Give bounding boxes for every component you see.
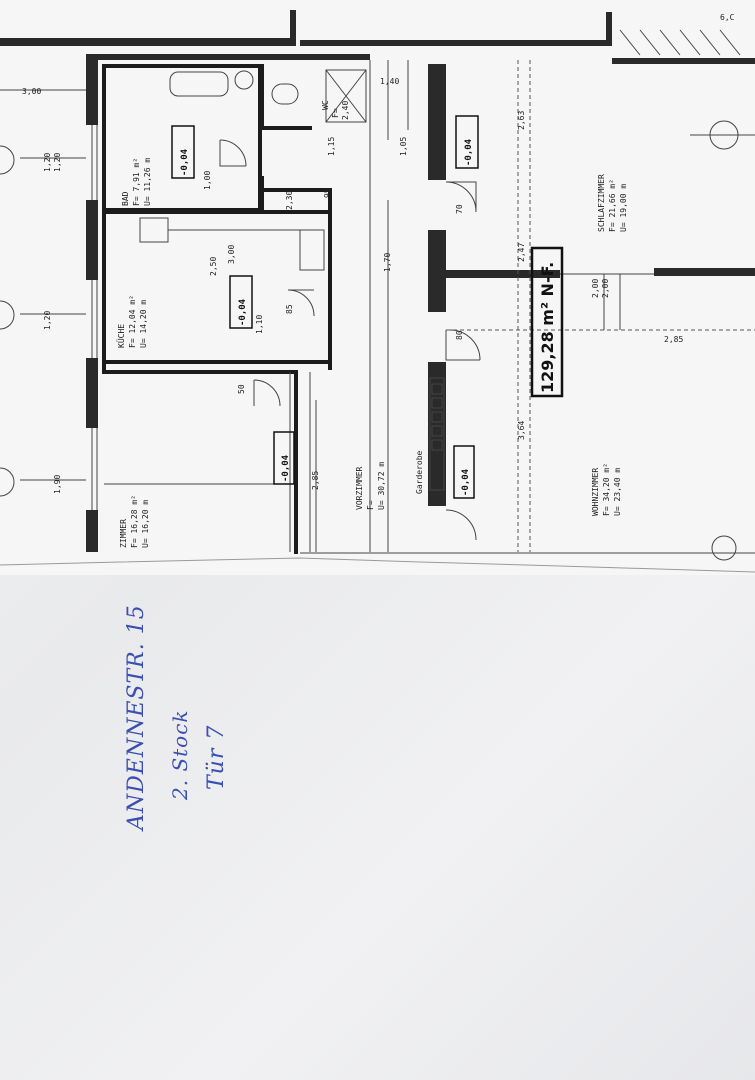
dim-263: 2,63 <box>517 111 526 130</box>
kueche-name: KÜCHE <box>116 324 126 348</box>
zimmer-name: ZIMMER <box>119 519 128 548</box>
dim-200b: 2,00 <box>601 279 610 298</box>
note-address: ANDENNESTR. 15 <box>124 604 149 830</box>
dim-50: 50 <box>237 384 246 394</box>
schlafzimmer-perimeter: U= 19,00 m <box>619 184 628 232</box>
bad-level: -0,04 <box>180 148 190 176</box>
wohnzimmer-perimeter: U= 23,40 m <box>613 468 622 516</box>
dim-95: 95 <box>323 188 332 198</box>
dim-364: 3,64 <box>517 421 526 440</box>
dim-120c: 1,20 <box>43 311 52 330</box>
dim-6c: 6,C <box>720 13 735 22</box>
kueche-perimeter: U= 14,20 m <box>139 300 148 348</box>
zimmer-perimeter: U= 16,20 m <box>141 500 150 548</box>
zimmer-level: -0,04 <box>281 454 291 482</box>
schlafzimmer-area: F= 21,66 m² <box>608 179 617 232</box>
dim-250: 2,50 <box>209 257 218 276</box>
dim-70: 70 <box>455 204 464 214</box>
wohnzimmer-area: F= 34,20 m² <box>602 463 611 516</box>
wc-name: WC <box>321 100 330 110</box>
flur-level: -0,04 <box>464 138 474 166</box>
kueche-level: -0,04 <box>238 298 248 326</box>
vorzimmer-area: F= <box>366 500 375 510</box>
dim-140: 1,40 <box>380 77 399 86</box>
schlafzimmer-name: SCHLAFZIMMER <box>597 174 606 232</box>
dim-300: 3,00 <box>22 87 41 96</box>
note-floor: 2. Stock <box>168 709 192 800</box>
dim-100: 1,00 <box>203 171 212 190</box>
kueche-area: F= 12,04 m² <box>128 295 137 348</box>
floor-plan-drawing: 129,28 m² N-F. -0,04 -0,04 -0,04 -0,04 -… <box>0 10 755 573</box>
dim-105: 1,05 <box>399 137 408 156</box>
handwritten-note: ANDENNESTR. 15 2. Stock Tür 7 <box>110 600 250 840</box>
wc-perimeter: 2,40 <box>341 101 350 120</box>
dim-85: 85 <box>285 304 294 314</box>
garderobe-label: Garderobe <box>415 450 424 494</box>
dim-190: 1,90 <box>53 475 62 494</box>
floor-plan-photocopy: 129,28 m² N-F. -0,04 -0,04 -0,04 -0,04 -… <box>0 10 755 573</box>
dim-120b: 1,20 <box>53 153 62 172</box>
dim-285: 2,85 <box>664 335 683 344</box>
dim-120a: 1,20 <box>43 153 52 172</box>
dim-300c: 3,00 <box>227 245 236 264</box>
wc-area: F= <box>331 108 340 118</box>
vorzimmer-level: -0,04 <box>461 468 471 496</box>
bad-area: F= 7,91 m² <box>132 158 141 206</box>
vorzimmer-name: VORZIMMER <box>355 466 364 510</box>
bad-perimeter: U= 11,26 m <box>143 158 152 206</box>
total-area-label: 129,28 m² N-F. <box>538 262 557 393</box>
dim-115: 1,15 <box>327 137 336 156</box>
dim-230: 2,30 <box>285 191 294 210</box>
note-door: Tür 7 <box>204 724 229 790</box>
wohnzimmer-name: WOHNZIMMER <box>591 468 600 516</box>
vorzimmer-perimeter: U= 30,72 m <box>377 462 386 510</box>
dim-170: 1,70 <box>383 253 392 272</box>
zimmer-area: F= 16,28 m² <box>130 495 139 548</box>
dim-247: 2,47 <box>517 243 526 262</box>
dim-80: 80 <box>455 330 464 340</box>
dim-110: 1,10 <box>255 315 264 334</box>
bad-name: BAD <box>121 191 130 206</box>
dim-200a: 2,00 <box>591 279 600 298</box>
dim-285b: 2,85 <box>311 471 320 490</box>
